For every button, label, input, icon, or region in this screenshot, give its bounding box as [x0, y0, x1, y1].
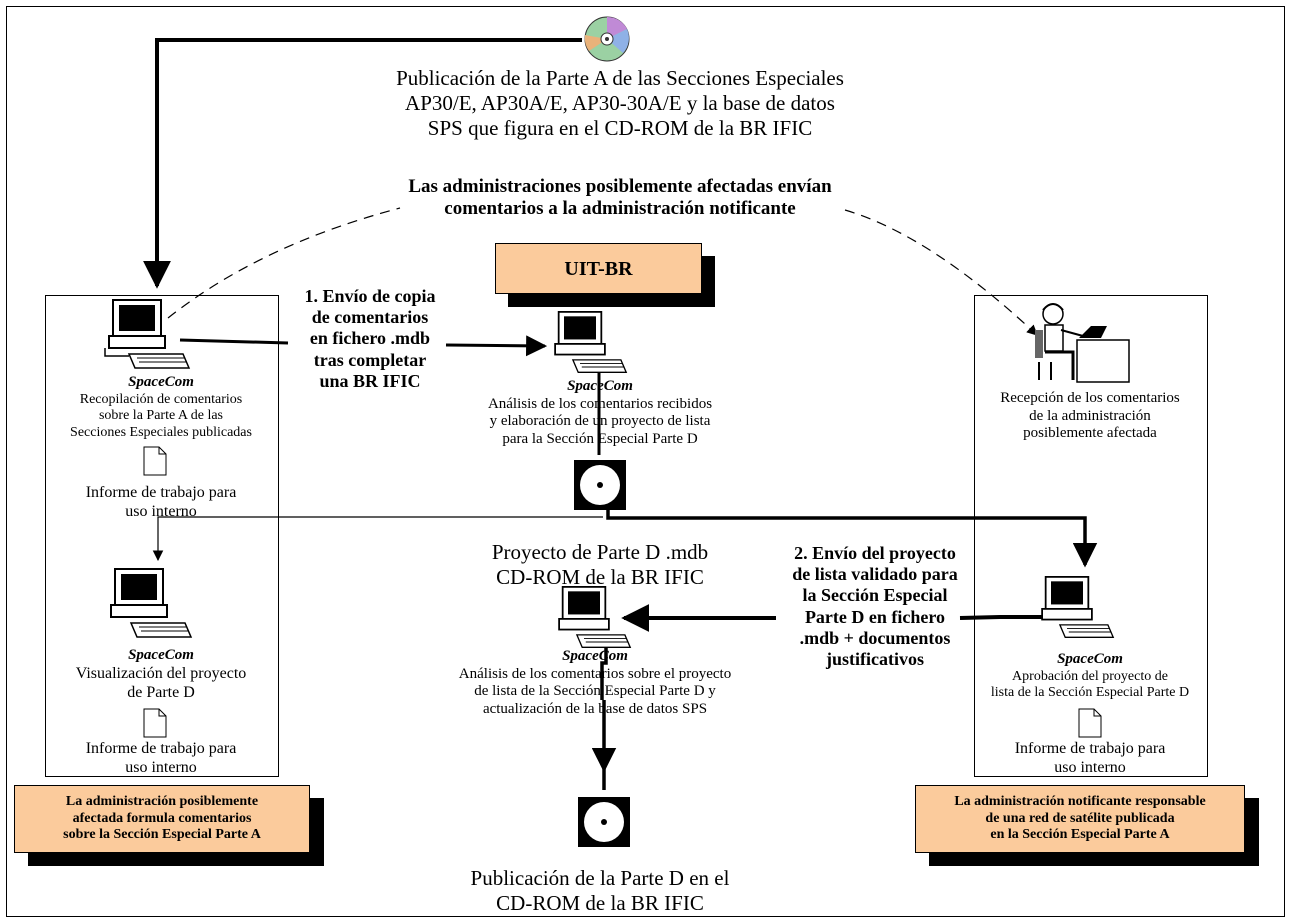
step1-arrow — [179, 340, 545, 346]
person-at-desk-icon — [1035, 303, 1130, 383]
right-admin-label: La administración notificante responsabl… — [915, 785, 1245, 853]
disk-to-right-arrow — [606, 505, 1098, 568]
diagram-frame — [6, 6, 1285, 917]
disk-icon — [578, 797, 630, 847]
left-report-text: Informe de trabajo para uso interno — [85, 484, 237, 520]
uit-box: UIT-BR — [495, 243, 702, 294]
document-icon — [1078, 708, 1102, 738]
center-analysis-text: SpaceCom Análisis de los comentarios rec… — [487, 378, 713, 448]
cd-to-left-arrow — [143, 38, 582, 289]
step2-label: 2. Envío del proyecto de lista validado … — [792, 543, 958, 670]
disk-icon — [574, 460, 626, 510]
center-to-final-disk-arrow — [600, 640, 608, 790]
step1-label: 1. Envío de copia de comentarios en fich… — [304, 286, 436, 391]
center-final-text: Publicación de la Parte D en el CD-ROM d… — [470, 866, 730, 915]
center-draft-text: Proyecto de Parte D .mdb CD-ROM de la BR… — [491, 540, 709, 589]
document-icon — [143, 446, 167, 476]
cd-rom-icon — [584, 16, 630, 62]
left-admin-panel — [45, 295, 279, 777]
computer-icon — [104, 299, 191, 369]
computer-icon — [554, 310, 628, 373]
comments-arc-right — [844, 209, 1038, 336]
right-approve-text: SpaceCom Aprobación del proyecto de list… — [990, 651, 1190, 701]
left-view-text: SpaceCom Visualización del proyecto de P… — [75, 647, 247, 701]
comments-banner: Las administraciones posiblemente afecta… — [408, 176, 832, 220]
disk-to-left-thin-line — [152, 516, 603, 562]
left-report2-text: Informe de trabajo para uso interno — [85, 740, 237, 776]
step2-arrow — [624, 617, 1045, 618]
document-icon — [143, 708, 167, 738]
computer-icon — [1041, 576, 1115, 638]
left-admin-label: La administración posiblemente afectada … — [14, 785, 310, 853]
right-report-text: Informe de trabajo para uso interno — [1014, 740, 1166, 776]
comments-arc-left — [167, 207, 401, 319]
left-compile-text: SpaceCom Recopilación de comentarios sob… — [70, 374, 252, 440]
computer-icon — [110, 568, 193, 638]
computer-icon — [558, 586, 632, 648]
center-analysis2-text: SpaceCom Análisis de los comentarios sob… — [458, 648, 732, 718]
top-publication-text: Publicación de la Parte A de las Seccion… — [396, 66, 844, 140]
right-receipt-text: Recepción de los comentarios de la admin… — [1000, 390, 1180, 442]
